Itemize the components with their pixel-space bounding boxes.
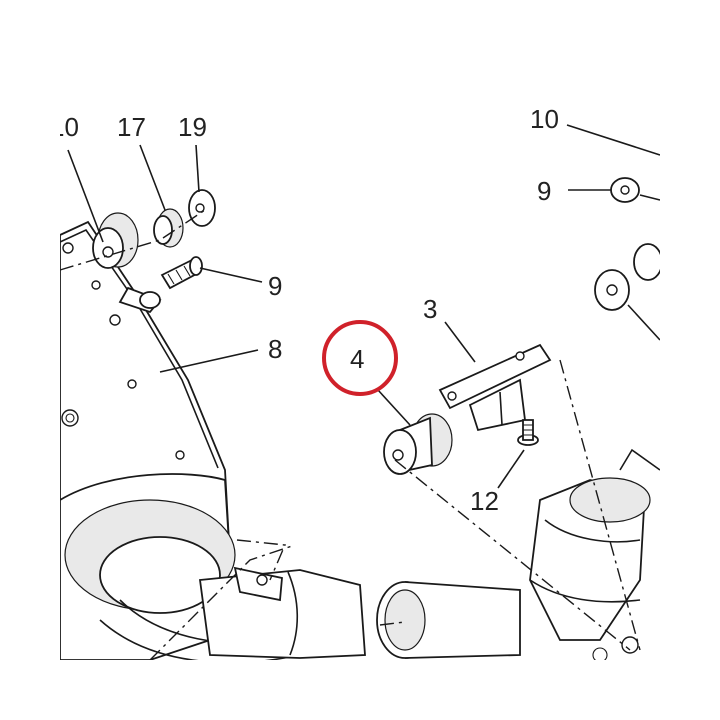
washers-right: [594, 177, 663, 311]
screw-part-12: [517, 419, 539, 446]
callout-8: 8: [268, 334, 282, 364]
callout-4: 4: [350, 344, 364, 374]
exhaust-pipe: [198, 566, 521, 659]
pipe-elbow-right: [529, 477, 651, 663]
bracket-part-3: [438, 343, 552, 432]
highlight-circle: [322, 320, 398, 396]
clip-left: [118, 286, 162, 314]
callout-labels: 10 17 19 9 8 3 4 12 10 9: [50, 104, 559, 516]
callout-17: 17: [117, 112, 146, 142]
bolt-left: [160, 256, 203, 290]
centerlines: [59, 209, 641, 661]
leader-lines: [67, 124, 661, 489]
callout-3: 3: [423, 294, 437, 324]
callout-10-right: 10: [530, 104, 559, 134]
callout-12: 12: [470, 486, 499, 516]
callout-9-left: 9: [268, 271, 282, 301]
callout-9-right: 9: [537, 176, 551, 206]
muffler-body: [59, 473, 301, 664]
grommet-part-4: [383, 413, 453, 475]
callout-19: 19: [178, 112, 207, 142]
